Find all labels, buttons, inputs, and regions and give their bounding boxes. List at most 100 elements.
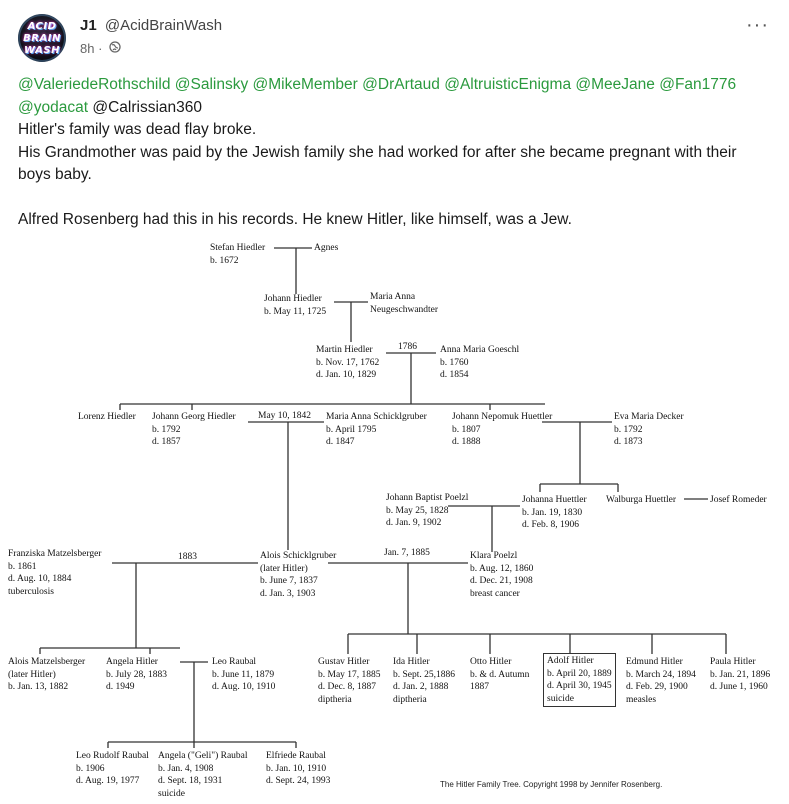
person-death: d. Sept. 18, 1931 bbox=[158, 776, 223, 786]
person-death: d. Jan. 9, 1902 bbox=[386, 518, 442, 528]
person-stefan: Stefan Hiedler b. 1672 bbox=[210, 242, 265, 267]
avatar-text-line: ACID bbox=[27, 21, 57, 32]
person-johanna: Johanna Huettler b. Jan. 19, 1830 d. Feb. … bbox=[522, 494, 587, 532]
avatar-ring bbox=[18, 14, 66, 62]
avatar-text-line: BRAIN bbox=[23, 33, 61, 44]
person-name: Angela ("Geli") Raubal bbox=[158, 751, 248, 761]
person-death: d. 1949 bbox=[106, 682, 135, 692]
author-name[interactable]: J1 @AcidBrainWash bbox=[80, 17, 222, 34]
timestamp[interactable]: 8h bbox=[80, 41, 95, 56]
person-birth: b. Jan. 19, 1830 bbox=[522, 507, 583, 518]
person-cause: diptheria bbox=[318, 694, 352, 705]
person-birth: b. 1760 bbox=[440, 357, 469, 368]
person-name: Gustav Hitler bbox=[318, 657, 370, 667]
person-name: Johanna Huettler bbox=[522, 495, 587, 505]
mention-link[interactable]: @Calrissian360 bbox=[92, 98, 202, 116]
person-birth: b. Sept. 25,1886 bbox=[393, 669, 456, 680]
person-name: Klara Poelzl bbox=[470, 551, 518, 561]
post-body: @ValeriedeRothschild @Salinsky @MikeMemb… bbox=[18, 74, 773, 232]
post-meta: 8h · bbox=[80, 41, 121, 56]
display-name[interactable]: J1 bbox=[80, 17, 97, 34]
person-death: d. Sept. 24, 1993 bbox=[266, 776, 331, 786]
mentions-line: @ValeriedeRothschild @Salinsky @MikeMemb… bbox=[18, 74, 773, 119]
person-birth: b. Jan. 21, 1896 bbox=[710, 669, 771, 680]
more-options-button[interactable]: ··· bbox=[746, 14, 769, 36]
person-name-note: (later Hitler) bbox=[260, 563, 308, 574]
user-handle[interactable]: @AcidBrainWash bbox=[104, 17, 223, 34]
person-death: d. April 30, 1945 bbox=[547, 681, 612, 691]
marriage-label: 1786 bbox=[398, 342, 417, 352]
person-birth: b. 1792 bbox=[614, 424, 643, 435]
person-cause: suicide bbox=[158, 788, 185, 799]
mention-link[interactable]: @DrArtaud bbox=[362, 76, 440, 93]
person-josef: Josef Romeder bbox=[710, 494, 767, 507]
person-birth: b. Jan. 10, 1910 bbox=[266, 763, 327, 774]
mention-link[interactable]: @ValeriedeRothschild bbox=[18, 76, 171, 93]
person-death: d. Feb. 8, 1906 bbox=[522, 520, 579, 530]
person-birth: b. March 24, 1894 bbox=[626, 669, 696, 680]
person-birth: b. July 28, 1883 bbox=[106, 669, 167, 680]
person-name: Ida Hitler bbox=[393, 657, 430, 667]
person-name: Neugeschwandter bbox=[370, 304, 439, 315]
person-birth: b. 1792 bbox=[152, 424, 181, 435]
person-birth: b. 1807 bbox=[452, 424, 481, 435]
mention-link[interactable]: @yodacat bbox=[18, 98, 89, 116]
person-birth: b. 1672 bbox=[210, 255, 239, 266]
mention-link[interactable]: @MeeJane bbox=[575, 76, 655, 93]
avatar-text-line: WASH bbox=[24, 45, 60, 56]
post-text: Hitler's family was dead flay broke. bbox=[18, 121, 257, 138]
person-cause: suicide bbox=[547, 693, 574, 704]
person-johann-georg: Johann Georg Hiedler b. 1792 d. 1857 bbox=[152, 411, 236, 449]
person-walburga: Walburga Huettler bbox=[606, 494, 676, 507]
person-name: Stefan Hiedler bbox=[210, 243, 266, 253]
mention-link[interactable]: @AltruisticEnigma bbox=[444, 76, 572, 93]
person-name: Johann Georg Hiedler bbox=[152, 412, 236, 422]
person-birth: b. April 20, 1889 bbox=[547, 668, 612, 679]
person-death: d. Dec. 21, 1908 bbox=[470, 576, 533, 586]
person-birth: b. May 11, 1725 bbox=[264, 306, 327, 317]
person-name: Johann Baptist Poelzl bbox=[386, 493, 469, 503]
mention-link[interactable]: @Fan1776 bbox=[659, 76, 737, 93]
person-name: Maria Anna bbox=[370, 292, 416, 302]
person-cause: diptheria bbox=[393, 694, 427, 705]
person-death: d. June 1, 1960 bbox=[710, 682, 768, 692]
person-name: Otto Hitler bbox=[470, 657, 512, 667]
person-death: d. Jan. 10, 1829 bbox=[316, 370, 377, 380]
person-death: d. Jan. 3, 1903 bbox=[260, 588, 316, 599]
marriage-label: 1883 bbox=[178, 552, 197, 562]
globe-icon bbox=[109, 41, 121, 56]
person-cause: tuberculosis bbox=[8, 586, 54, 597]
person-name: Agnes bbox=[314, 243, 339, 253]
person-death: d. 1857 bbox=[152, 437, 181, 447]
family-tree-image[interactable]: Stefan Hiedler b. 1672 Agnes Johann Hiedl… bbox=[0, 236, 789, 804]
person-name-note: (later Hitler) bbox=[8, 669, 56, 680]
person-name: Leo Rudolf Raubal bbox=[76, 751, 149, 761]
person-birth: b. Jan. 13, 1882 bbox=[8, 682, 69, 692]
person-name: Eva Maria Decker bbox=[614, 412, 684, 422]
person-death: d. Dec. 8, 1887 bbox=[318, 682, 377, 692]
person-name: Alois Matzelsberger bbox=[8, 657, 86, 667]
mention-link[interactable]: @Salinsky bbox=[174, 76, 249, 93]
mention-link[interactable]: @MikeMember bbox=[252, 76, 358, 93]
person-birth: b. 1861 bbox=[8, 561, 37, 572]
person-name: Alois Schicklgruber bbox=[260, 551, 337, 561]
person-name: Lorenz Hiedler bbox=[78, 412, 136, 422]
person-cause: breast cancer bbox=[470, 588, 520, 599]
avatar[interactable]: ACID BRAIN WASH bbox=[18, 14, 66, 62]
marriage-label: Jan. 7, 1885 bbox=[384, 548, 430, 558]
